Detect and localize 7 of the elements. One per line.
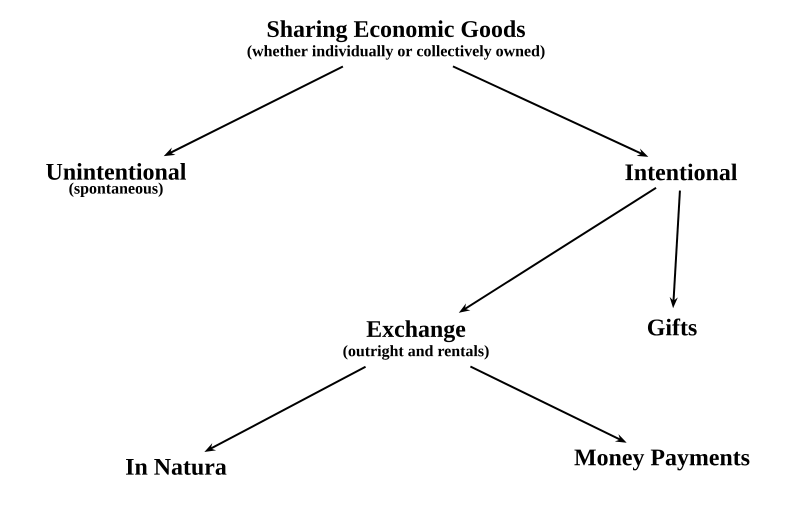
node-label: Intentional bbox=[625, 164, 738, 180]
node-label: In Natura bbox=[126, 459, 226, 475]
node-label: Sharing Economic Goods (whether individually or collectively owned) bbox=[248, 20, 545, 60]
node-label: Exchange (outright and rentals) bbox=[343, 320, 489, 360]
node-label: Gifts bbox=[648, 318, 697, 336]
node-label: Unintentional (spontaneous) bbox=[46, 163, 186, 197]
node-label: Money Payments bbox=[574, 450, 750, 470]
